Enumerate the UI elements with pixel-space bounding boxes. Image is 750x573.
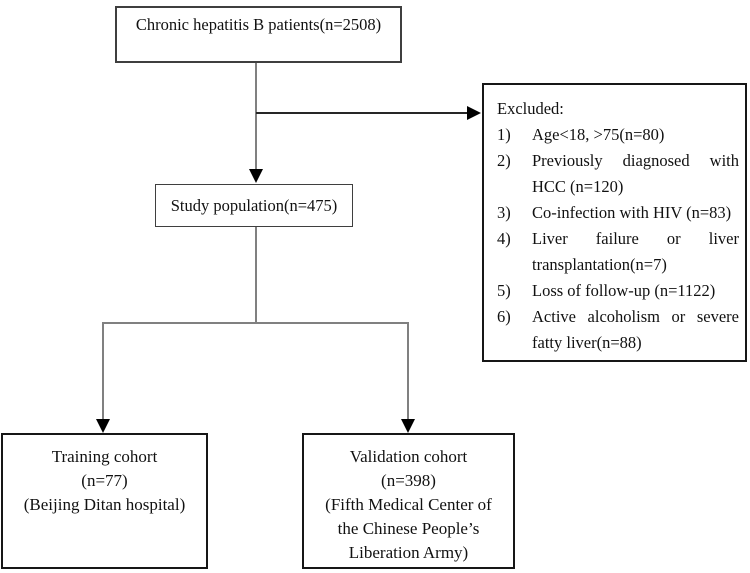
excluded-item-text: Previously diagnosed with HCC (n=120) <box>532 151 739 196</box>
arrowhead-into-study <box>249 169 263 183</box>
excluded-item-text: Co-infection with HIV (n=83) <box>532 203 732 222</box>
node-validation-cohort: Validation cohort (n=398) (Fifth Medical… <box>302 433 515 569</box>
validation-cohort-line: (Fifth Medical Center of <box>325 495 492 514</box>
excluded-item: 2) Previously diagnosed with HCC (n=120) <box>497 148 739 200</box>
node-study-population: Study population(n=475) <box>155 184 353 227</box>
connector-branch-to-training <box>102 322 104 419</box>
excluded-item-number: 6) <box>497 307 511 326</box>
excluded-title: Excluded: <box>497 99 564 118</box>
excluded-item-number: 5) <box>497 281 511 300</box>
excluded-item-text: Active alcoholism or severe fatty liver(… <box>532 307 739 352</box>
node-excluded: Excluded: 1) Age<18, >75(n=80) 2) Previo… <box>482 83 747 362</box>
node-training-cohort: Training cohort (n=77) (Beijing Ditan ho… <box>1 433 208 569</box>
excluded-item-text: Liver failure or liver transplantation(n… <box>532 229 739 274</box>
connector-branch-horizontal <box>102 322 409 324</box>
training-cohort-line: (n=77) <box>81 471 128 490</box>
excluded-item: 5) Loss of follow-up (n=1122) <box>497 278 739 304</box>
arrowhead-into-validation <box>401 419 415 433</box>
connector-study-to-branch <box>255 227 257 323</box>
node-study-population-label: Study population(n=475) <box>170 195 338 215</box>
excluded-item-text: Age<18, >75(n=80) <box>532 125 665 144</box>
validation-cohort-line: (n=398) <box>381 471 436 490</box>
node-chronic-hepatitis-patients-label: Chronic hepatitis B patients(n=2508) <box>135 15 382 34</box>
arrowhead-into-excluded <box>467 106 481 120</box>
connector-to-excluded <box>256 112 467 114</box>
training-cohort-line: Training cohort <box>51 447 158 466</box>
training-cohort-line: (Beijing Ditan hospital) <box>23 495 186 514</box>
excluded-item-text: Loss of follow-up (n=1122) <box>532 281 716 300</box>
excluded-item-number: 1) <box>497 125 511 144</box>
excluded-item-number: 3) <box>497 203 511 222</box>
excluded-item: 6) Active alcoholism or severe fatty liv… <box>497 304 739 356</box>
validation-cohort-line: Validation cohort <box>349 447 468 466</box>
node-chronic-hepatitis-patients: Chronic hepatitis B patients(n=2508) <box>115 6 402 63</box>
excluded-item: 1) Age<18, >75(n=80) <box>497 122 739 148</box>
connector-top-to-study <box>255 63 257 169</box>
validation-cohort-line: the Chinese People’s <box>337 519 480 538</box>
excluded-item: 3) Co-infection with HIV (n=83) <box>497 200 739 226</box>
validation-cohort-line: Liberation Army) <box>348 543 469 562</box>
arrowhead-into-training <box>96 419 110 433</box>
connector-branch-to-validation <box>407 322 409 419</box>
excluded-item: 4) Liver failure or liver transplantatio… <box>497 226 739 278</box>
excluded-item-number: 4) <box>497 229 511 248</box>
excluded-item-number: 2) <box>497 151 511 170</box>
